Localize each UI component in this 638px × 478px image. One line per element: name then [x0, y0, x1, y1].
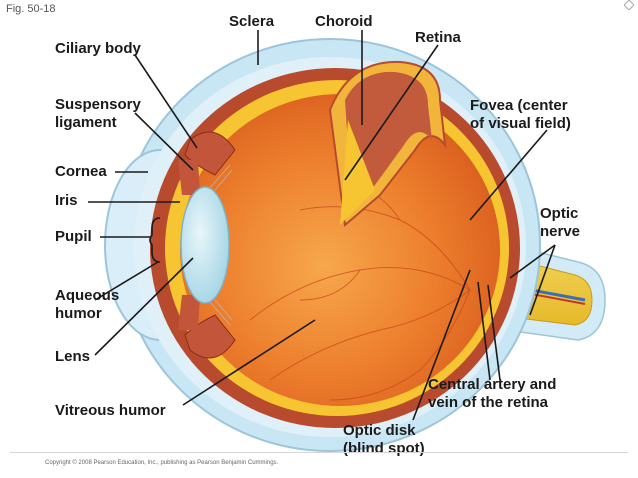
vitreous-humor	[180, 94, 500, 406]
label-iris: Iris	[55, 192, 78, 209]
label-optic-disk-2: (blind spot)	[343, 440, 425, 457]
retinal-veins	[249, 184, 471, 401]
label-retina: Retina	[415, 29, 461, 46]
iris-upper	[178, 160, 200, 195]
figure-label: Fig. 50-18	[6, 3, 56, 15]
label-ciliary-body: Ciliary body	[55, 40, 141, 57]
corner-diamond-icon	[624, 0, 634, 10]
label-fovea-2: of visual field)	[470, 115, 571, 132]
copyright-text: Copyright © 2008 Pearson Education, Inc.…	[45, 460, 279, 466]
label-lens: Lens	[55, 348, 91, 365]
footer-divider	[10, 452, 628, 453]
lens	[180, 186, 230, 304]
label-pupil: Pupil	[55, 228, 92, 245]
label-suspensory-ligament-1: Suspensory	[55, 96, 141, 113]
leader-lines	[88, 30, 556, 421]
label-vitreous-humor: Vitreous humor	[55, 402, 166, 419]
iris-lower	[178, 295, 200, 330]
label-sclera: Sclera	[229, 13, 275, 30]
label-central-artery-1: Central artery and	[428, 376, 557, 393]
cutaway-inner	[340, 120, 375, 225]
label-fovea-1: Fovea (center	[470, 97, 568, 114]
label-optic-nerve-1: Optic	[540, 205, 579, 222]
suspensory-fibers	[209, 164, 233, 326]
label-cornea: Cornea	[55, 163, 107, 180]
label-aqueous-humor-2: humor	[55, 305, 102, 322]
label-suspensory-ligament-2: ligament	[55, 114, 117, 131]
label-optic-disk-1: Optic disk	[343, 422, 416, 439]
label-aqueous-humor-1: Aqueous	[55, 287, 120, 304]
label-choroid: Choroid	[315, 13, 373, 30]
label-optic-nerve-2: nerve	[540, 223, 581, 240]
label-central-artery-2: vein of the retina	[428, 394, 549, 411]
